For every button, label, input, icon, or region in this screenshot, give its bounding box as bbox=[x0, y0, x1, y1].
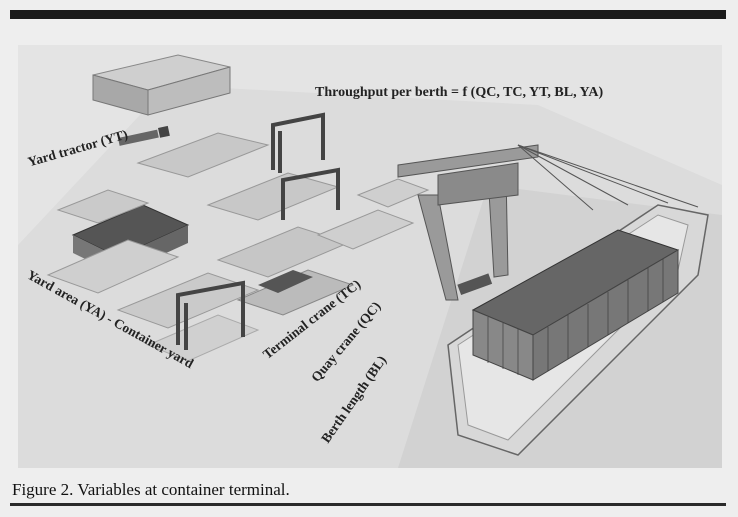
terminal-illustration: Throughput per berth = f (QC, TC, YT, BL… bbox=[18, 45, 722, 468]
bottom-rule bbox=[10, 503, 726, 506]
figure-caption: Figure 2. Variables at container termina… bbox=[12, 480, 290, 500]
terminal-drawing bbox=[18, 45, 722, 468]
throughput-formula: Throughput per berth = f (QC, TC, YT, BL… bbox=[315, 85, 603, 101]
top-rule bbox=[10, 10, 726, 19]
